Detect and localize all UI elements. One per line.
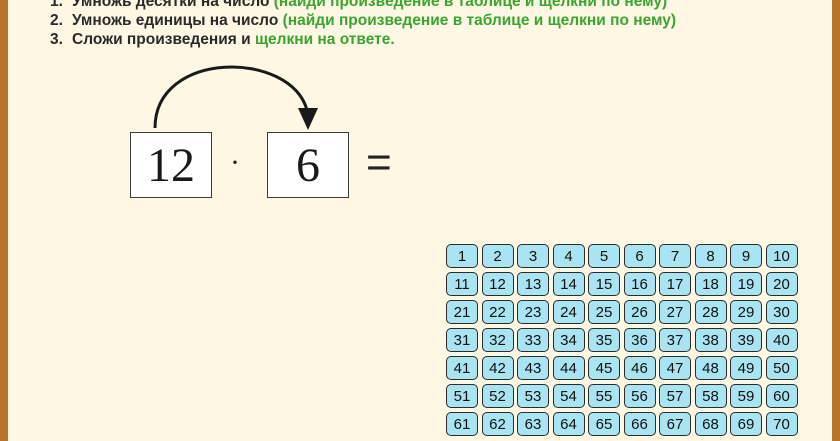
number-cell-42[interactable]: 42 <box>481 356 514 380</box>
number-cell-29[interactable]: 29 <box>730 300 762 324</box>
number-cell-25[interactable]: 25 <box>588 300 620 324</box>
number-cell-37[interactable]: 37 <box>659 328 691 352</box>
number-cell-48[interactable]: 48 <box>694 356 727 380</box>
number-cell-52[interactable]: 52 <box>481 384 514 408</box>
number-cell-32[interactable]: 32 <box>481 328 514 352</box>
multiply-arrow-icon <box>153 65 318 130</box>
number-cell-51[interactable]: 51 <box>446 384 478 408</box>
number-cell-60[interactable]: 60 <box>765 384 798 408</box>
number-cell-58[interactable]: 58 <box>694 384 727 408</box>
number-cell-28[interactable]: 28 <box>694 300 727 324</box>
number-cell-38[interactable]: 38 <box>694 328 727 352</box>
number-cell-5[interactable]: 5 <box>588 244 620 268</box>
number-cell-56[interactable]: 56 <box>623 384 656 408</box>
number-cell-31[interactable]: 31 <box>446 328 478 352</box>
number-cell-21[interactable]: 21 <box>446 300 478 324</box>
step-hint: (найди произведение в таблице и щелкни п… <box>273 0 668 10</box>
number-cell-27[interactable]: 27 <box>659 300 691 324</box>
number-cell-19[interactable]: 19 <box>730 272 762 296</box>
number-cell-36[interactable]: 36 <box>623 328 656 352</box>
number-cell-66[interactable]: 66 <box>623 412 656 436</box>
number-cell-43[interactable]: 43 <box>517 356 549 380</box>
left-frame-border <box>0 0 8 441</box>
number-cell-50[interactable]: 50 <box>765 356 798 380</box>
number-cell-57[interactable]: 57 <box>659 384 691 408</box>
first-operand-box: 12 <box>130 132 212 198</box>
instruction-step-3: 3. Сложи произведения и щелкни на ответе. <box>50 30 676 49</box>
number-cell-34[interactable]: 34 <box>552 328 585 352</box>
number-cell-33[interactable]: 33 <box>517 328 549 352</box>
number-cell-62[interactable]: 62 <box>481 412 514 436</box>
step-text: Умножь десятки на число <box>72 0 274 10</box>
step-hint: (найди произведение в таблице и щелкни п… <box>282 12 677 29</box>
number-cell-64[interactable]: 64 <box>552 412 585 436</box>
number-cell-8[interactable]: 8 <box>694 244 727 268</box>
number-cell-55[interactable]: 55 <box>588 384 620 408</box>
number-cell-68[interactable]: 68 <box>694 412 727 436</box>
number-cell-54[interactable]: 54 <box>552 384 585 408</box>
number-cell-41[interactable]: 41 <box>446 356 478 380</box>
number-cell-59[interactable]: 59 <box>730 384 762 408</box>
number-cell-40[interactable]: 40 <box>765 328 798 352</box>
number-cell-10[interactable]: 10 <box>765 244 798 268</box>
number-cell-4[interactable]: 4 <box>552 244 585 268</box>
number-cell-45[interactable]: 45 <box>588 356 620 380</box>
number-cell-14[interactable]: 14 <box>552 272 585 296</box>
number-cell-67[interactable]: 67 <box>659 412 691 436</box>
multiply-sign: · <box>230 146 240 179</box>
number-cell-7[interactable]: 7 <box>659 244 691 268</box>
number-cell-2[interactable]: 2 <box>481 244 514 268</box>
number-cell-61[interactable]: 61 <box>446 412 478 436</box>
number-cell-12[interactable]: 12 <box>481 272 514 296</box>
number-cell-35[interactable]: 35 <box>588 328 620 352</box>
number-cell-65[interactable]: 65 <box>588 412 620 436</box>
equals-sign: = <box>366 138 392 187</box>
step-text: Умножь единицы на число <box>72 12 283 29</box>
number-cell-18[interactable]: 18 <box>694 272 727 296</box>
number-cell-6[interactable]: 6 <box>623 244 656 268</box>
instruction-step-2: 2. Умножь единицы на число (найди произве… <box>50 11 676 30</box>
number-cell-26[interactable]: 26 <box>623 300 656 324</box>
number-cell-23[interactable]: 23 <box>517 300 549 324</box>
number-cell-11[interactable]: 11 <box>446 272 478 296</box>
number-cell-1[interactable]: 1 <box>446 244 478 268</box>
step-text: Сложи произведения и <box>72 31 255 48</box>
number-cell-69[interactable]: 69 <box>730 412 762 436</box>
number-cell-9[interactable]: 9 <box>730 244 762 268</box>
number-cell-63[interactable]: 63 <box>517 412 549 436</box>
number-cell-15[interactable]: 15 <box>588 272 620 296</box>
step-hint: щелкни на ответе. <box>254 31 395 48</box>
step-number: 2. <box>50 12 63 29</box>
number-cell-20[interactable]: 20 <box>765 272 798 296</box>
number-cell-46[interactable]: 46 <box>623 356 656 380</box>
number-cell-13[interactable]: 13 <box>517 272 549 296</box>
instructions: 1. Умножь десятки на число (найди произве… <box>50 0 676 49</box>
number-cell-22[interactable]: 22 <box>481 300 514 324</box>
step-number: 3. <box>50 31 63 48</box>
number-cell-3[interactable]: 3 <box>517 244 549 268</box>
instruction-step-1: 1. Умножь десятки на число (найди произве… <box>50 0 676 11</box>
number-cell-17[interactable]: 17 <box>659 272 691 296</box>
second-operand-box: 6 <box>267 132 349 198</box>
step-number: 1. <box>50 0 63 10</box>
number-cell-70[interactable]: 70 <box>765 412 798 436</box>
number-cell-30[interactable]: 30 <box>765 300 798 324</box>
number-cell-53[interactable]: 53 <box>517 384 549 408</box>
number-cell-47[interactable]: 47 <box>659 356 691 380</box>
number-cell-24[interactable]: 24 <box>552 300 585 324</box>
number-cell-16[interactable]: 16 <box>623 272 656 296</box>
number-cell-39[interactable]: 39 <box>730 328 762 352</box>
number-cell-49[interactable]: 49 <box>730 356 762 380</box>
right-frame-border <box>832 0 840 441</box>
number-cell-44[interactable]: 44 <box>552 356 585 380</box>
